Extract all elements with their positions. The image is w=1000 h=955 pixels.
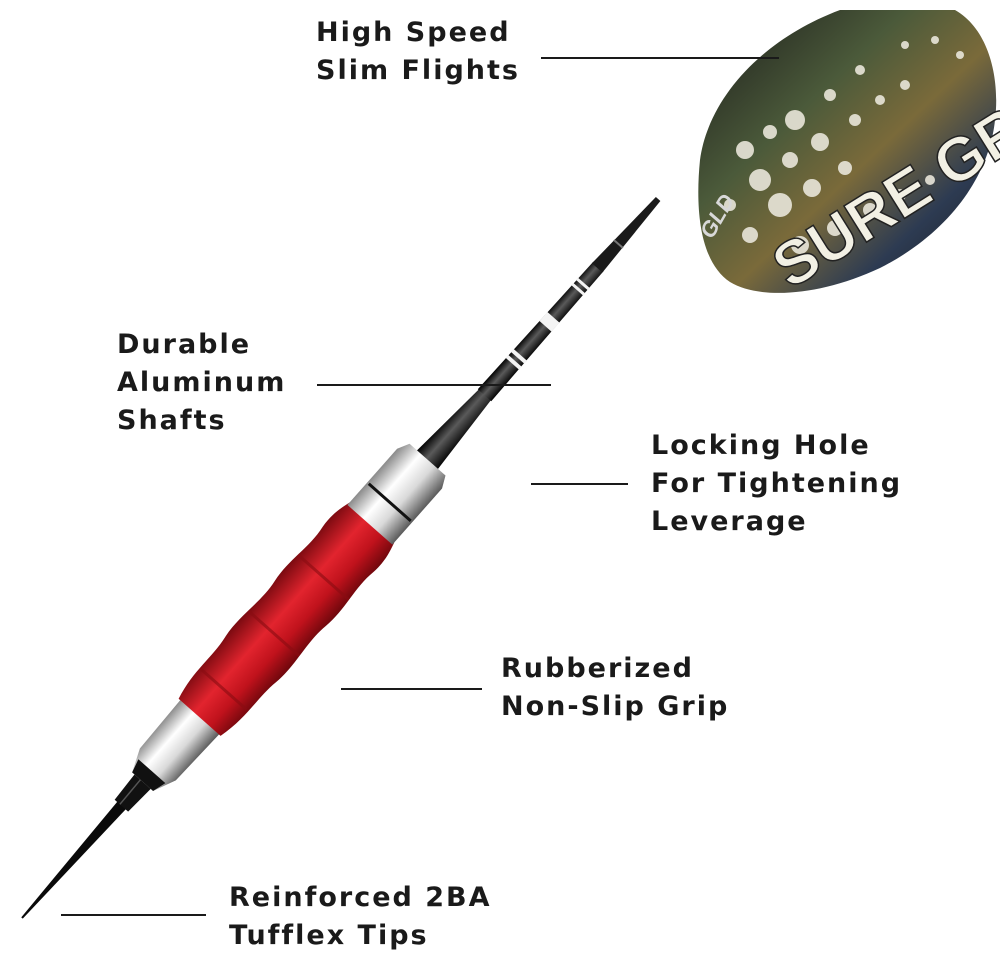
callout-locking-hole-line2: For Tightening (651, 468, 903, 499)
grip-icon (178, 502, 395, 736)
callout-shafts-line1: Durable (117, 329, 252, 360)
callout-tips: Reinforced 2BA Tufflex Tips (229, 879, 492, 955)
shaft-icon (417, 197, 661, 469)
leader-line-flights (541, 57, 779, 59)
callout-locking-hole-line3: Leverage (651, 506, 808, 537)
leader-line-shafts (317, 384, 551, 386)
callout-tips-line1: Reinforced 2BA (229, 882, 492, 913)
dart-body (21, 197, 661, 919)
callout-grip-line1: Rubberized (501, 653, 694, 684)
callout-grip-line2: Non-Slip Grip (501, 691, 730, 722)
callout-flights: High Speed Slim Flights (316, 14, 520, 90)
leader-line-grip (341, 688, 482, 690)
callout-locking-hole-line1: Locking Hole (651, 430, 871, 461)
callout-locking-hole: Locking Hole For Tightening Leverage (651, 427, 902, 541)
callout-flights-line1: High Speed (316, 17, 511, 48)
barrel-rear-chrome (347, 443, 446, 545)
callout-shafts-line3: Shafts (117, 405, 227, 436)
leader-line-locking-hole (531, 483, 628, 485)
callout-grip: Rubberized Non-Slip Grip (501, 650, 729, 726)
callout-shafts-line2: Aluminum (117, 367, 287, 398)
flight-icon: SURE GRIP GLD (695, 10, 1000, 303)
barrel-front-chrome (132, 694, 221, 791)
leader-line-tips (61, 914, 206, 916)
callout-tips-line2: Tufflex Tips (229, 920, 429, 951)
callout-flights-line2: Slim Flights (316, 55, 520, 86)
tip-icon (21, 772, 153, 919)
callout-shafts: Durable Aluminum Shafts (117, 326, 286, 440)
